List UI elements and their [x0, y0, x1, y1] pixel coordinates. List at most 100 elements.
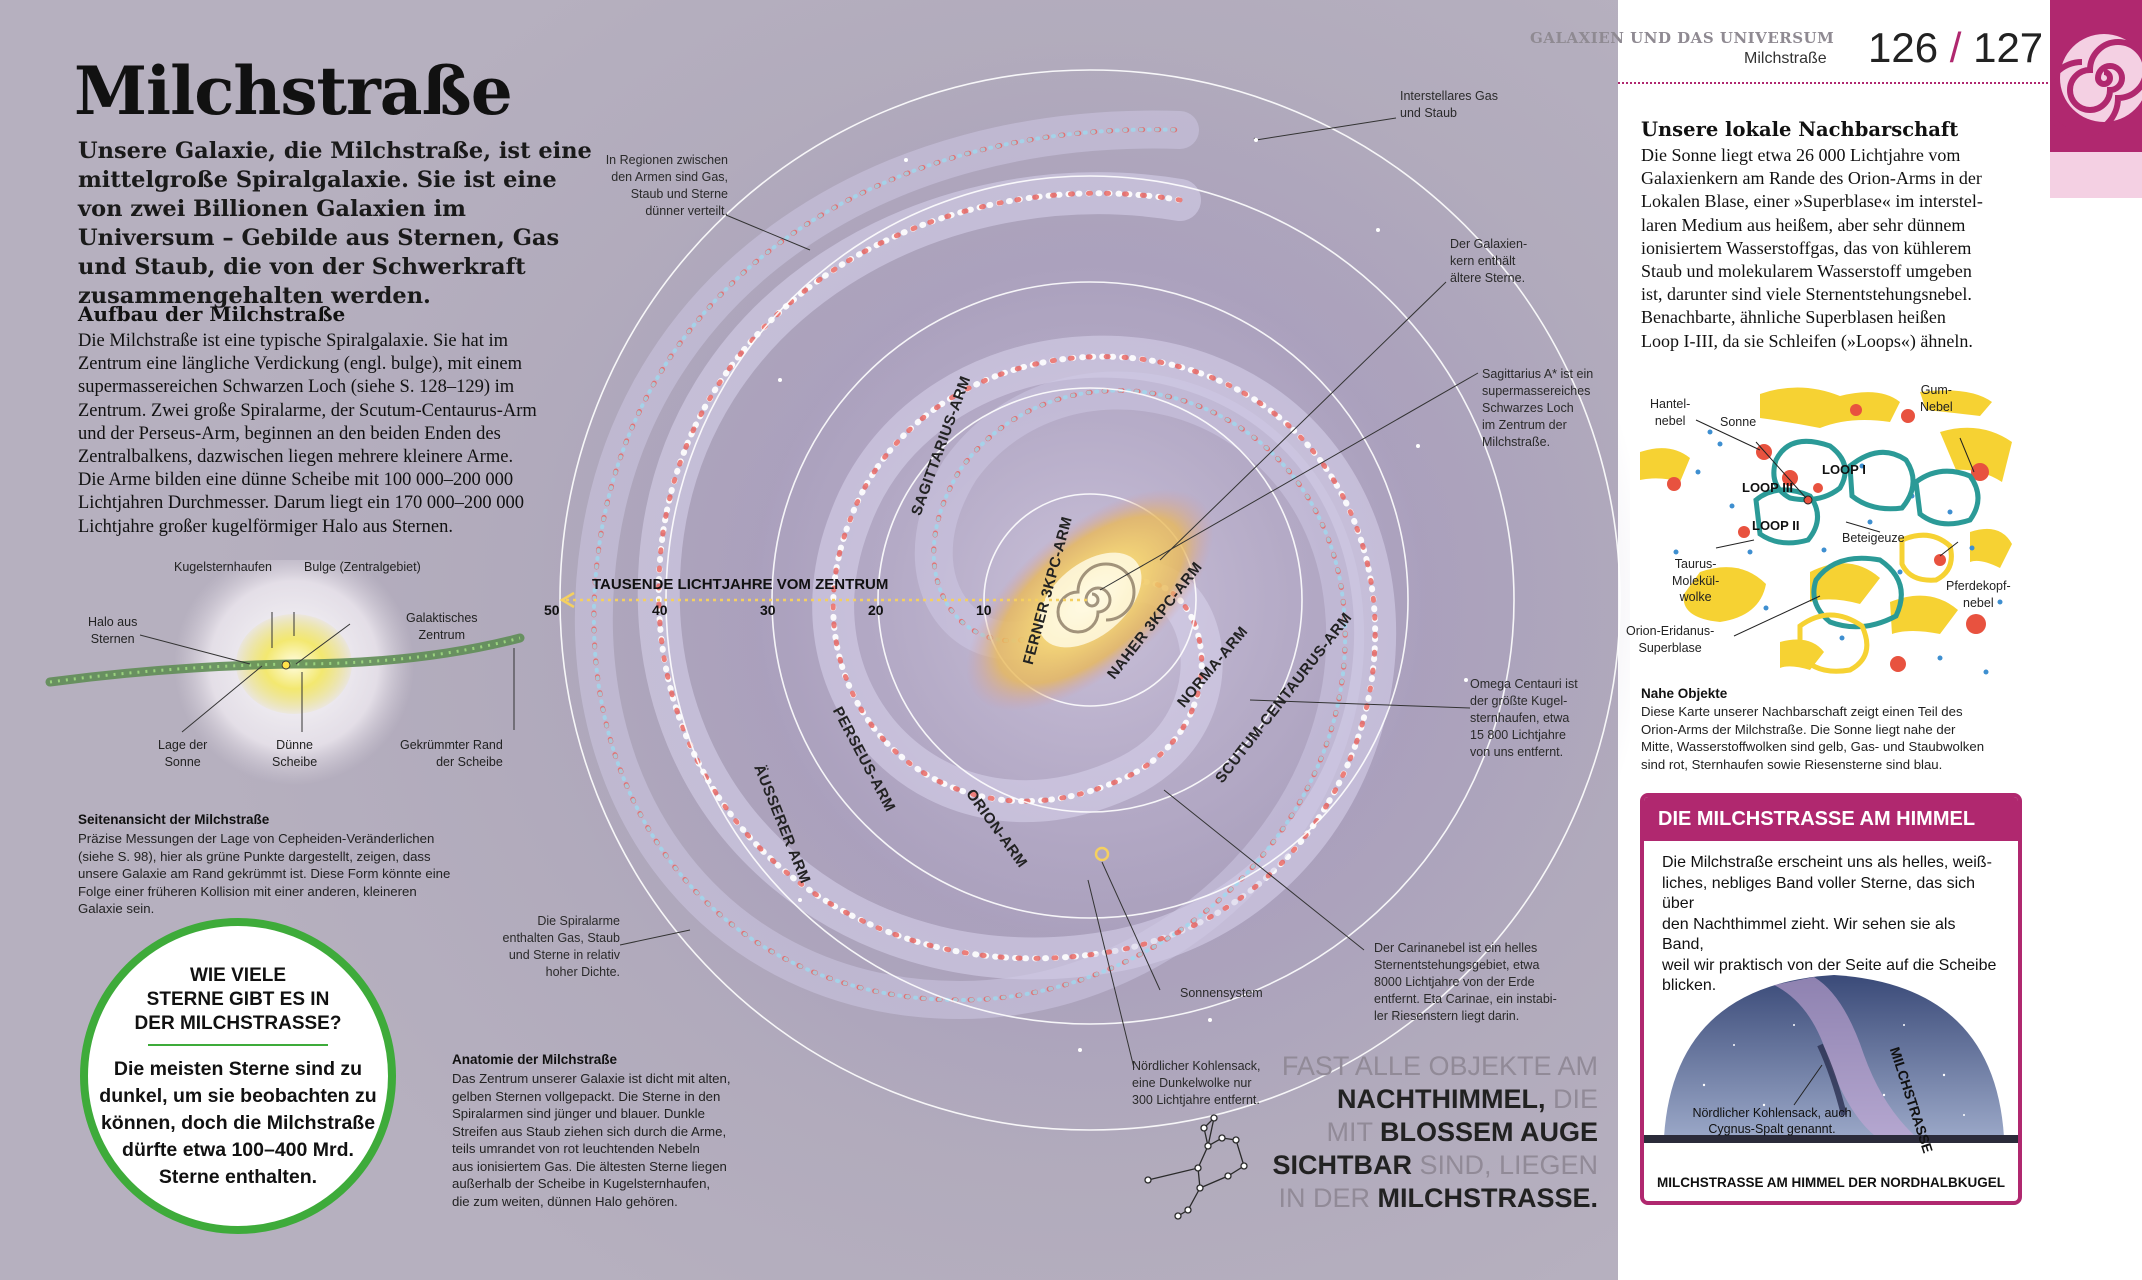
callout-heading-line: STERNE GIBT ES IN [146, 989, 330, 1010]
neighborhood-line: laren Medium aus heißem, aber sehr dünne… [1641, 214, 1966, 235]
structure-line: Die Milchstraße ist eine typische Spiral… [78, 331, 509, 351]
annotation-interstellar: Interstellares Gas und Staub [1400, 88, 1498, 122]
label-line: der Scheibe [436, 754, 503, 769]
night-sky-dome [1644, 975, 2018, 1143]
sun-marker [281, 660, 291, 670]
page-title: Milchstraße [74, 52, 513, 130]
side-view-caption-heading: Seitenansicht der Milchstraße [78, 812, 270, 827]
map-label-gum: Gum- Nebel [1920, 382, 1953, 415]
neighborhood-body: Die Sonne liegt etwa 26 000 Lichtjahre v… [1641, 144, 2041, 353]
map-label-line: wolke [1679, 590, 1712, 604]
label-line: Halo aus [88, 615, 138, 629]
ann-line: ler Riesenstern liegt darin. [1374, 1009, 1520, 1023]
axis-title: TAUSENDE LICHTJAHRE VOM ZENTRUM [592, 576, 889, 593]
ann-line: dünner verteilt. [645, 204, 728, 218]
label-line: Scheibe [272, 754, 318, 769]
map-label-line: Hantel- [1650, 397, 1691, 411]
label-line: Sonne [164, 754, 201, 769]
annotation-omega-centauri: Omega Centauri ist der größte Kugel- ste… [1470, 676, 1578, 761]
ann-line: Schwarzes Loch [1482, 401, 1574, 415]
ann-line: hoher Dichte. [545, 965, 620, 979]
ann-line: Nördlicher Kohlensack, [1132, 1059, 1261, 1073]
sky-box-footer: MILCHSTRASSE AM HIMMEL DER NORDHALBKUGEL [1657, 1175, 2005, 1190]
page-numbers: 126 / 127 [1868, 24, 2043, 72]
sky-line: blicken. [1662, 977, 1717, 994]
spiral-arms [574, 110, 1397, 1020]
sky-box-heading: DIE MILCHSTRASSE AM HIMMEL [1644, 797, 2018, 841]
ann-line: Interstellares Gas [1400, 89, 1498, 103]
quote-line: NACHTHIMMEL, DIE [1250, 1083, 1598, 1116]
callout-divider [148, 1044, 328, 1046]
sky-line: liches, nebliges Band voller Sterne, das… [1662, 874, 1976, 913]
label-center: Galaktisches Zentrum [406, 610, 478, 643]
caption-line: Präzise Messungen der Lage von Cepheiden… [78, 831, 435, 846]
caption-line: unsere Galaxie am Rand gekrümmt ist. Die… [78, 866, 451, 881]
nearby-caption-heading: Nahe Objekte [1641, 686, 1728, 701]
sky-label-line: Cygnus-Spalt genannt. [1708, 1122, 1836, 1136]
map-label-loop2: LOOP II [1752, 518, 1800, 533]
map-label-horsehead: Pferdekopf- nebel [1946, 578, 2011, 611]
structure-line: supermassereichen Schwarzen Loch (siehe … [78, 377, 515, 398]
label-line: Sternen [90, 631, 135, 646]
quote-line: FAST ALLE OBJEKTE AM [1250, 1050, 1598, 1083]
ann-line: enthalten Gas, Staub [502, 931, 620, 945]
superbubble-loops [1753, 438, 1981, 674]
axis-tick: 30 [760, 602, 776, 618]
label-line: Dünne [276, 738, 314, 752]
galaxy-map [540, 40, 1630, 1220]
star-clusters [1673, 429, 2003, 675]
nearby-caption: Diese Karte unserer Nachbarschaft zeigt … [1641, 703, 2041, 773]
anatomy-text: Das Zentrum unserer Galaxie ist dicht mi… [452, 1070, 782, 1210]
map-label-hantel: Hantel- nebel [1650, 396, 1690, 429]
constellation-drawing [1144, 1114, 1248, 1220]
axis-tick: 10 [976, 602, 992, 618]
map-label-line: Nebel [1920, 399, 1953, 414]
map-label-loop3: LOOP III [1742, 480, 1794, 495]
star-sparkles [778, 138, 1468, 1052]
anatomy-line: aus ionisiertem Gas. Die ältesten Sterne… [452, 1158, 727, 1174]
label-line: Galaktisches [406, 611, 478, 625]
callout-heading-line: DER MILCHSTRASSE? [134, 1013, 342, 1034]
structure-line: Lichtjahren Durchmesser. Darum liegt ein… [78, 493, 524, 514]
caption-line: Folge einer früheren Kollision mit einer… [78, 883, 417, 899]
ann-line: der größte Kugel- [1470, 694, 1568, 708]
structure-body: Die Milchstraße ist eine typische Spiral… [78, 330, 598, 539]
map-label-sonne: Sonne [1720, 415, 1757, 429]
label-halo: Halo aus Sternen [88, 614, 137, 647]
label-warped-edge: Gekrümmter Rand der Scheibe [400, 737, 503, 770]
neighborhood-line: Die Sonne liegt etwa 26 000 Lichtjahre v… [1641, 145, 1961, 165]
ann-line: sternhaufen, etwa [1470, 711, 1570, 725]
neighborhood-line: Loop I-III, da sie Schleifen (»Loops«) ä… [1641, 330, 1973, 351]
label-globular: Kugelsternhaufen [174, 560, 272, 574]
map-label-line: nebel [1654, 413, 1686, 428]
ann-line: Die Spiralarme [537, 914, 620, 928]
sun-position-marker [1094, 846, 1110, 862]
ann-line: eine Dunkelwolke nur [1132, 1076, 1252, 1090]
galactic-core [966, 488, 1214, 712]
label-line: Gekrümmter Rand [400, 738, 503, 752]
quote-part: BLOSSEM AUGE [1379, 1117, 1598, 1147]
sky-coalsack-label: Nördlicher Kohlensack, auch Cygnus-Spalt… [1672, 1105, 1872, 1137]
ann-line: In Regionen zwischen [605, 153, 728, 167]
quote-part: FAST ALLE OBJEKTE AM [1281, 1051, 1598, 1081]
quote-part: NACHTHIMMEL, [1337, 1084, 1546, 1114]
sky-line: den Nachthimmel zieht. Wir sehen sie als… [1662, 915, 1956, 954]
page-right: 127 [1973, 24, 2044, 71]
ann-line: 15 800 Lichtjahre [1470, 728, 1566, 742]
anatomy-line: gelben Sternen vollgepackt. Die Sterne i… [452, 1088, 721, 1104]
annotation-sagittarius-a: Sagittarius A* ist ein supermassereiches… [1482, 366, 1593, 451]
structure-line: Zentrum eine längliche Verdickung (engl.… [78, 354, 523, 375]
dust-clouds [1667, 404, 1989, 672]
page-sep: / [1949, 24, 1962, 71]
ann-line: Omega Centauri ist [1470, 677, 1578, 691]
structure-line: Zentrum. Zwei große Spiralarme, der Scut… [78, 400, 537, 421]
ann-line: ältere Sterne. [1450, 271, 1526, 285]
header-strip [1618, 0, 2054, 86]
structure-line: Die Arme bilden eine dünne Scheibe mit 1… [78, 470, 514, 491]
quote-line: MIT BLOSSEM AUGE [1250, 1116, 1598, 1149]
axis-tick: 20 [868, 602, 884, 618]
map-label-line: Orion-Eridanus- [1626, 624, 1715, 638]
callout-heading-line: WIE VIELE [189, 965, 287, 986]
sky-label-line: Nördlicher Kohlensack, auch [1692, 1106, 1852, 1120]
caption-line: sind rot, Sternhaufen sowie Riesensterne… [1641, 756, 1943, 772]
